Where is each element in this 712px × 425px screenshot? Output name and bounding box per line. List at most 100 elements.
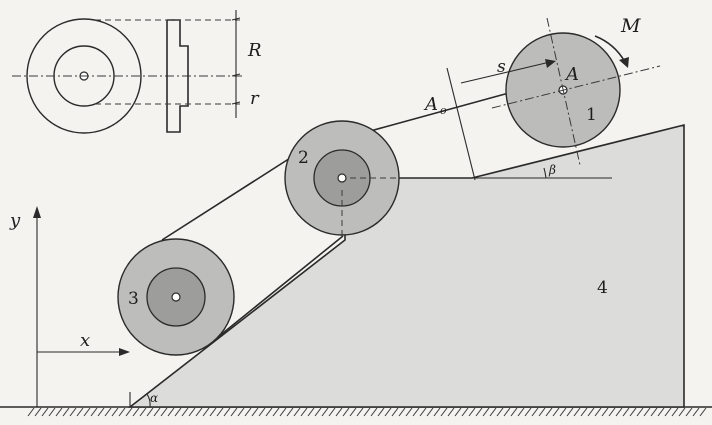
- hatch-stroke: [125, 407, 133, 417]
- hatch-stroke: [643, 407, 651, 417]
- hatch-stroke: [293, 407, 301, 417]
- hatch-stroke: [454, 407, 462, 417]
- label-A: A: [564, 64, 579, 85]
- hatch-stroke: [279, 407, 287, 417]
- y-axis-arrowhead: [33, 206, 41, 218]
- hatch-stroke: [510, 407, 518, 417]
- hatch-stroke: [160, 407, 168, 417]
- hatch-stroke: [552, 407, 560, 417]
- hatch-stroke: [174, 407, 182, 417]
- alpha-arc: [146, 393, 151, 408]
- hatch-stroke: [153, 407, 161, 417]
- hatch-stroke: [286, 407, 294, 417]
- hatch-stroke: [440, 407, 448, 417]
- hatch-stroke: [503, 407, 511, 417]
- hatch-stroke: [636, 407, 644, 417]
- disk-2: [284, 120, 400, 238]
- hatch-stroke: [650, 407, 658, 417]
- hatch-stroke: [167, 407, 175, 417]
- hatch-stroke: [244, 407, 252, 417]
- hatch-stroke: [629, 407, 637, 417]
- label-s: s: [497, 57, 506, 77]
- hatch-stroke: [559, 407, 567, 417]
- displacement-s: [446, 59, 556, 181]
- hatch-stroke: [531, 407, 539, 417]
- belt-right-segment: [217, 235, 344, 338]
- hatch-stroke: [671, 407, 679, 417]
- hatch-stroke: [622, 407, 630, 417]
- hatch-stroke: [377, 407, 385, 417]
- label-body-2: 2: [298, 148, 309, 168]
- hatch-stroke: [237, 407, 245, 417]
- hatch-stroke: [34, 407, 42, 417]
- hatch-stroke: [300, 407, 308, 417]
- detail-side-profile: [166, 19, 189, 133]
- hatch-stroke: [685, 407, 693, 417]
- hatch-stroke: [447, 407, 455, 417]
- ground-hatching: [27, 407, 707, 417]
- hatch-stroke: [405, 407, 413, 417]
- label-body-3: 3: [128, 289, 139, 309]
- hatch-stroke: [272, 407, 280, 417]
- x-arrowhead: [119, 348, 130, 356]
- hatch-stroke: [104, 407, 112, 417]
- hatch-stroke: [181, 407, 189, 417]
- s-arrowhead: [545, 59, 556, 68]
- hatch-stroke: [426, 407, 434, 417]
- hatch-stroke: [223, 407, 231, 417]
- label-y: y: [9, 210, 21, 231]
- hatch-stroke: [335, 407, 343, 417]
- hatch-stroke: [524, 407, 532, 417]
- hatch-stroke: [202, 407, 210, 417]
- hatch-stroke: [699, 407, 707, 417]
- label-A0: A: [423, 94, 438, 115]
- hatch-stroke: [594, 407, 602, 417]
- hatch-stroke: [363, 407, 371, 417]
- hatch-stroke: [391, 407, 399, 417]
- hatch-stroke: [118, 407, 126, 417]
- hatch-stroke: [356, 407, 364, 417]
- label-alpha: α: [150, 391, 158, 405]
- hatch-stroke: [608, 407, 616, 417]
- hatch-stroke: [545, 407, 553, 417]
- hatch-stroke: [76, 407, 84, 417]
- label-body-1: 1: [586, 105, 597, 125]
- beta-arc: [543, 167, 547, 179]
- hatch-stroke: [188, 407, 196, 417]
- coordinate-axes: [33, 206, 130, 407]
- hatch-stroke: [496, 407, 504, 417]
- hatch-stroke: [146, 407, 154, 417]
- hatch-stroke: [489, 407, 497, 417]
- hatch-stroke: [111, 407, 119, 417]
- hatch-stroke: [433, 407, 441, 417]
- hatch-stroke: [412, 407, 420, 417]
- hatch-stroke: [48, 407, 56, 417]
- hatch-stroke: [27, 407, 35, 417]
- hatch-stroke: [419, 407, 427, 417]
- hatch-stroke: [321, 407, 329, 417]
- hatch-stroke: [384, 407, 392, 417]
- hatch-stroke: [132, 407, 140, 417]
- hatch-stroke: [468, 407, 476, 417]
- hatch-stroke: [62, 407, 70, 417]
- label-r: r: [250, 88, 260, 109]
- label-A0-subscript: o: [440, 104, 447, 117]
- dim-tick-2: [231, 73, 241, 77]
- hatch-stroke: [538, 407, 546, 417]
- disk-3: [117, 238, 235, 356]
- hatch-stroke: [398, 407, 406, 417]
- belt-left-segment: [161, 152, 299, 241]
- s-dimension-line: [460, 61, 551, 84]
- hatch-stroke: [461, 407, 469, 417]
- disk-1: [491, 17, 661, 166]
- hatch-stroke: [97, 407, 105, 417]
- hatch-stroke: [664, 407, 672, 417]
- label-body-4: 4: [597, 278, 608, 298]
- hatch-stroke: [83, 407, 91, 417]
- hatch-stroke: [573, 407, 581, 417]
- dim-tick-3: [231, 101, 241, 105]
- hatch-stroke: [55, 407, 63, 417]
- hatch-stroke: [601, 407, 609, 417]
- hatch-stroke: [251, 407, 259, 417]
